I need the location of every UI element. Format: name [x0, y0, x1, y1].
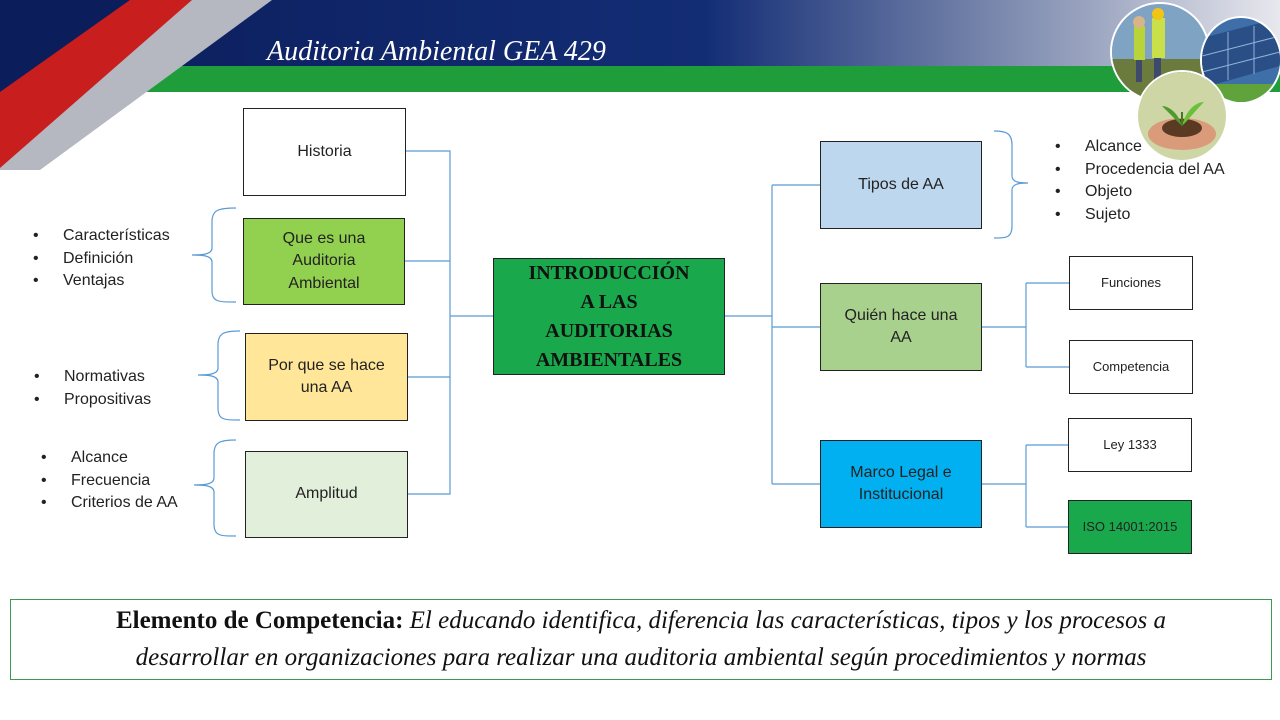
- node-por-que-se-hace: Por que se hace una AA: [245, 333, 408, 421]
- bullet-item: Alcance: [1055, 136, 1225, 159]
- bullet-item: Ventajas: [33, 270, 170, 293]
- competency-label: Elemento de Competencia:: [115, 607, 404, 635]
- connector-left-trunk: [406, 150, 451, 495]
- bullet-item: Propositivas: [34, 389, 151, 412]
- bullet-item: Frecuencia: [41, 470, 178, 493]
- competency-line-2: desarrollar en organizaciones para reali…: [136, 640, 1147, 676]
- bullet-item: Normativas: [34, 366, 151, 389]
- node-tipos-de-aa: Tipos de AA: [820, 141, 982, 229]
- bullets-por-que: Normativas Propositivas: [34, 366, 151, 411]
- node-historia: Historia: [243, 108, 406, 196]
- competency-line-1: Elemento de Competencia: El educando ide…: [116, 603, 1166, 639]
- bullet-item: Sujeto: [1055, 204, 1225, 227]
- leaf-iso-14001: ISO 14001:2015: [1068, 500, 1192, 554]
- node-amplitud: Amplitud: [245, 451, 408, 538]
- competency-text-1: El educando identifica, diferencia las c…: [409, 607, 1167, 635]
- slide-title: Auditoria Ambiental GEA 429: [267, 36, 606, 67]
- center-line: AMBIENTALES: [535, 348, 683, 371]
- leaf-ley-1333: Ley 1333: [1068, 418, 1192, 472]
- center-line: A LAS: [580, 290, 638, 313]
- leaf-funciones: Funciones: [1069, 256, 1193, 310]
- node-marco-legal: Marco Legal e Institucional: [820, 440, 982, 528]
- center-line: AUDITORIAS: [545, 319, 673, 342]
- leaf-competencia: Competencia: [1069, 340, 1193, 394]
- competency-statement: Elemento de Competencia: El educando ide…: [10, 599, 1272, 680]
- bullets-que-es: Características Definición Ventajas: [33, 225, 170, 293]
- center-line: INTRODUCCIÓN: [528, 261, 690, 284]
- node-que-es-auditoria: Que es una Auditoria Ambiental: [243, 218, 405, 305]
- competency-text-2: desarrollar en organizaciones para reali…: [135, 643, 1147, 671]
- bullets-amplitud: Alcance Frecuencia Criterios de AA: [41, 447, 178, 515]
- bullet-item: Procedencia del AA: [1055, 159, 1225, 182]
- bullet-item: Definición: [33, 248, 170, 271]
- bullet-item: Objeto: [1055, 181, 1225, 204]
- bullet-item: Criterios de AA: [41, 492, 178, 515]
- bullet-item: Alcance: [41, 447, 178, 470]
- node-quien-hace: Quién hace una AA: [820, 283, 982, 371]
- bullet-item: Características: [33, 225, 170, 248]
- node-introduccion: INTRODUCCIÓN A LAS AUDITORIAS AMBIENTALE…: [493, 258, 725, 375]
- bullets-tipos: Alcance Procedencia del AA Objeto Sujeto: [1055, 136, 1225, 226]
